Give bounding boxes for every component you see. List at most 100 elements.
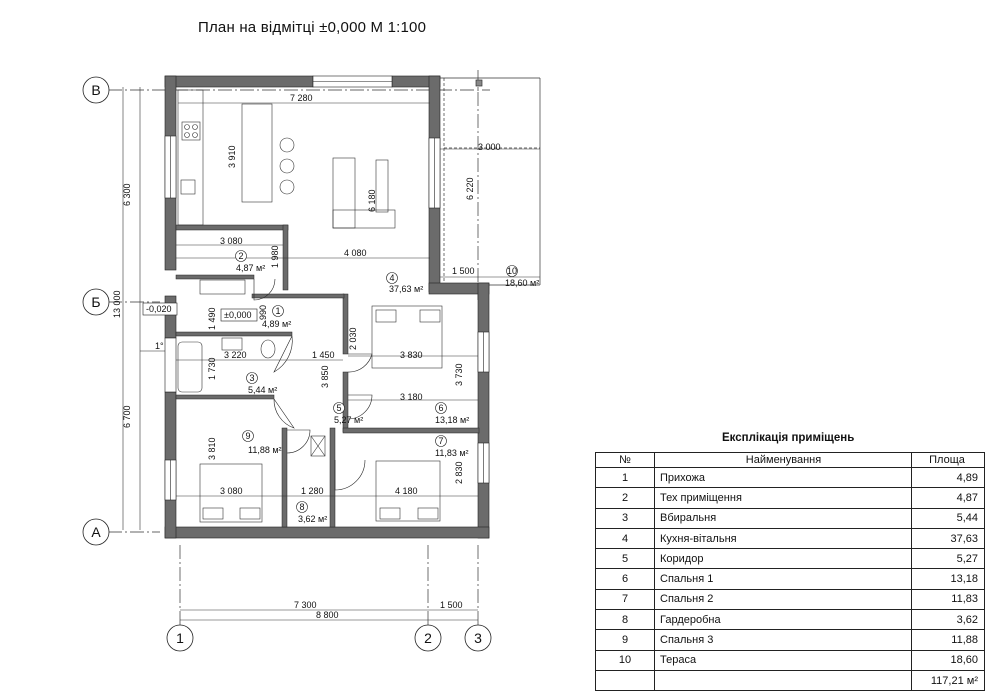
dim-bottom-total: 8 800 (316, 610, 339, 620)
dim-ward-w: 1 280 (301, 486, 324, 496)
axis-label-col-2: 2 (424, 630, 432, 646)
dim-terrace-w2: 1 500 (452, 266, 475, 276)
room-area-3: 5,44 м² (248, 385, 277, 395)
axis-bubble-col-2 (414, 624, 442, 652)
cell-no: 8 (595, 609, 655, 631)
room-area-9: 11,88 м² (248, 445, 282, 455)
cell-name: Вбиральня (654, 507, 912, 529)
bathtub-icon (177, 341, 203, 393)
room-num-3: 3 (249, 373, 254, 383)
level-box-main (220, 308, 258, 322)
dim-kitchen-h: 3 910 (227, 145, 237, 168)
axis-bubble-col-3 (464, 624, 492, 652)
cell-area: 4,89 (911, 466, 985, 489)
dim-corr-h: 3 850 (320, 365, 330, 388)
drawing-title: План на відмітці ±0,000 М 1:100 (198, 19, 427, 36)
cell-name: Кухня-вітальня (654, 527, 912, 550)
dimension-texts: 7 280 13 000 6 300 6 700 3 910 6 180 6 2… (112, 93, 501, 620)
dim-top-width: 7 280 (290, 93, 313, 103)
dim-left-total: 13 000 (112, 290, 122, 318)
room-area-8: 3,62 м² (298, 514, 327, 524)
table-total-row: 117,21 м² (595, 669, 985, 692)
tech-equipment (199, 279, 246, 295)
toilet-icon (260, 339, 276, 359)
cell-no: 2 (595, 487, 655, 509)
cell-area: 5,27 (911, 548, 985, 570)
dim-left-upper: 6 300 (122, 183, 132, 206)
dim-tech-h: 1 980 (270, 245, 280, 268)
dim-bed3-h: 3 810 (207, 437, 217, 460)
kitchen-island (241, 103, 273, 203)
cell-name: Гардеробна (654, 609, 912, 631)
cooktop-icon (181, 121, 201, 141)
room-area-7: 11,83 м² (435, 448, 469, 458)
cell-total-area: 117,21 м² (911, 669, 985, 692)
sofa (332, 157, 356, 229)
bed-3 (199, 463, 263, 523)
dim-living-h: 6 180 (367, 189, 377, 212)
bed-2 (375, 460, 441, 522)
cell-name: Тераса (654, 649, 912, 671)
dim-tech-w: 3 080 (220, 236, 243, 246)
room-area-2: 4,87 м² (236, 263, 265, 273)
axis-label-col-3: 3 (474, 630, 482, 646)
room-area-4: 37,63 м² (389, 284, 423, 294)
axis-bubble-row-b (82, 288, 110, 316)
dim-right-h: 6 220 (465, 177, 475, 200)
cell-no: 4 (595, 527, 655, 550)
dim-bed1-w: 3 830 (400, 350, 423, 360)
dim-bed2-h: 2 830 (454, 461, 464, 484)
cell-name: Спальня 2 (654, 588, 912, 611)
dim-hall-h: 1 490 (207, 307, 217, 330)
dim-bed1-w2: 3 180 (400, 392, 423, 402)
cell-name: Спальня 1 (654, 568, 912, 590)
dim-bed1-h2: 3 730 (454, 363, 464, 386)
kitchen-counter (177, 89, 204, 226)
room-area-1: 4,89 м² (262, 319, 291, 329)
room-num-2: 2 (238, 251, 243, 261)
room-num-9: 9 (245, 431, 250, 441)
washbasin-icon (221, 337, 243, 351)
tv-unit (375, 159, 389, 213)
legend-title: Експлікація приміщень (722, 432, 855, 444)
furniture (177, 89, 443, 523)
room-num-6: 6 (438, 403, 443, 413)
dim-bottom-terrace: 1 500 (440, 600, 463, 610)
room-area-5: 5,27 м² (334, 415, 363, 425)
terrace (434, 77, 541, 286)
dim-terrace-w: 3 000 (478, 142, 501, 152)
cell-no: 1 (595, 466, 655, 489)
cell-no: 6 (595, 568, 655, 590)
cell-name: Прихожа (654, 466, 912, 489)
dimension-lines (122, 87, 540, 621)
cell-no: 3 (595, 507, 655, 529)
dim-bed3-w: 3 080 (220, 486, 243, 496)
table-header-row: № Найменування Площа (595, 452, 985, 468)
cell-area: 18,60 (911, 649, 985, 671)
cell-no: 7 (595, 588, 655, 611)
slope-mark: 1° (155, 341, 164, 351)
room-num-10: 10 (507, 266, 517, 276)
dim-hall-h2: 990 (258, 305, 268, 320)
room-num-4: 4 (389, 273, 394, 283)
axis-bubble-row-a (82, 518, 110, 546)
room-num-1: 1 (275, 306, 280, 316)
cell-name: Тех приміщення (654, 487, 912, 509)
cell-area: 5,44 (911, 507, 985, 529)
room-num-5: 5 (336, 403, 341, 413)
cell-area: 3,62 (911, 609, 985, 631)
axis-label-col-1: 1 (176, 630, 184, 646)
dim-corr-w: 1 450 (312, 350, 335, 360)
cell-no: 9 (595, 629, 655, 651)
exterior-walls (164, 75, 490, 539)
axis-bubbles (82, 76, 492, 652)
cell-name: Коридор (654, 548, 912, 570)
